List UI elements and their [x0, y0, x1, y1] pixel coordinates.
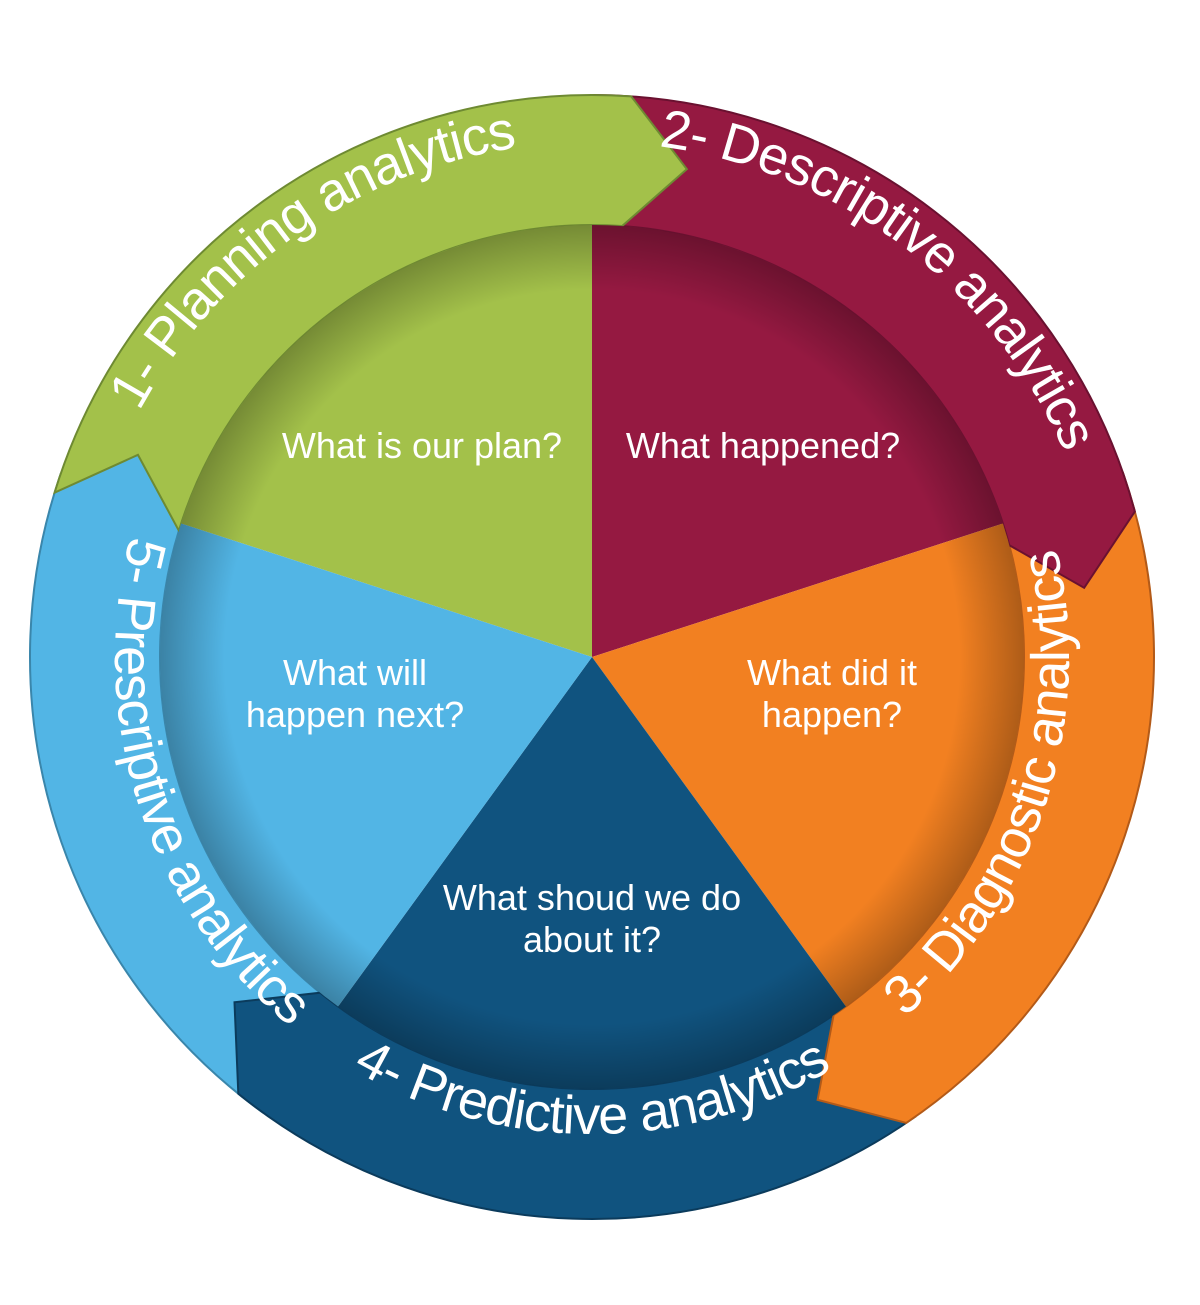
inner-pie-shadow [160, 225, 1024, 1089]
question-1: What is our plan? [282, 425, 562, 466]
question-2: What happened? [626, 425, 900, 466]
outer-ring [29, 93, 1155, 1220]
pie-questions: What is our plan? What happened? What did … [246, 425, 917, 960]
